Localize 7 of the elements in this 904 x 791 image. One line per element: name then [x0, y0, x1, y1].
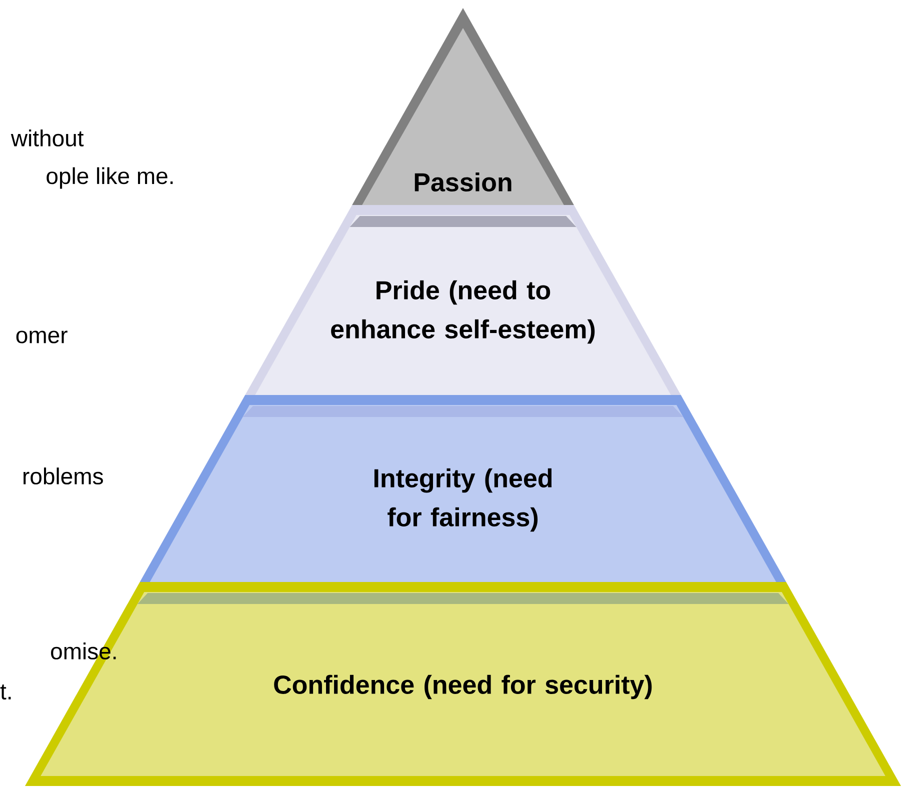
pyramid-level: Pride (need to enhance self-esteem): [245, 205, 681, 395]
pyramid-level: Passion: [352, 8, 574, 205]
text-fragment: omer: [16, 330, 68, 344]
text-fragment: ople like me.: [46, 167, 173, 189]
text-fragment: roblems: [24, 468, 103, 484]
text-fragment: without: [10, 130, 84, 146]
pyramid-level: Integrity (need for fairness): [140, 395, 786, 582]
